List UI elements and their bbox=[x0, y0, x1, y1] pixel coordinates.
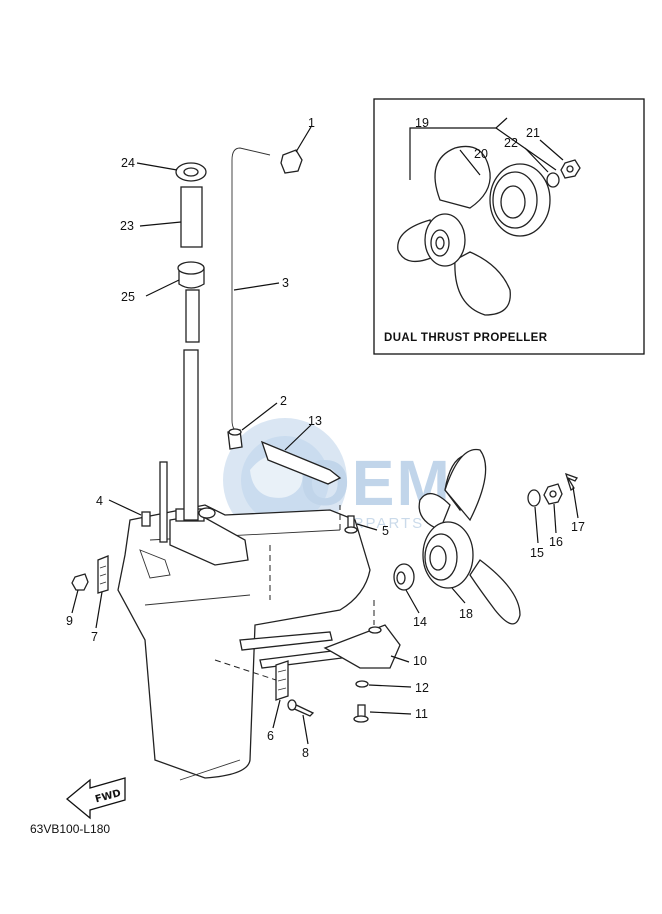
washer-15 bbox=[527, 489, 541, 507]
inset-propeller bbox=[397, 145, 511, 316]
washer-12 bbox=[355, 680, 369, 688]
plug-9 bbox=[71, 573, 89, 591]
callout-10: 10 bbox=[413, 654, 427, 668]
fwd-arrow-icon: FWD bbox=[65, 777, 126, 820]
callout-13: 13 bbox=[308, 414, 322, 428]
callout-9: 9 bbox=[66, 614, 73, 628]
callout-25: 25 bbox=[121, 290, 135, 304]
inset-caption: DUAL THRUST PROPELLER bbox=[384, 332, 548, 344]
gasket-6 bbox=[275, 660, 289, 701]
gasket-7 bbox=[97, 555, 109, 594]
callout-labels: 1 2 3 4 5 6 7 8 9 10 11 12 13 14 15 16 1… bbox=[66, 116, 585, 760]
grommet-1 bbox=[280, 149, 303, 174]
grommet-2 bbox=[227, 428, 243, 450]
callout-11: 11 bbox=[415, 707, 428, 721]
callout-18: 18 bbox=[459, 607, 473, 621]
nut-16 bbox=[543, 483, 563, 505]
inset-thrust-hub bbox=[489, 163, 551, 237]
callout-16: 16 bbox=[549, 535, 563, 549]
callout-21: 21 bbox=[526, 126, 540, 140]
inset-frame bbox=[373, 98, 645, 355]
callout-19: 19 bbox=[415, 116, 429, 130]
bushing-25 bbox=[177, 261, 205, 289]
callout-15: 15 bbox=[530, 546, 544, 560]
callout-8: 8 bbox=[302, 746, 309, 760]
anode-13 bbox=[260, 440, 342, 485]
inset-nut bbox=[560, 159, 581, 179]
callout-5: 5 bbox=[382, 524, 389, 538]
shift-rod bbox=[159, 461, 168, 543]
part-code: 63VB100-L180 bbox=[30, 822, 111, 836]
oil-seal-24 bbox=[175, 162, 207, 182]
inset-washer bbox=[546, 172, 560, 188]
callout-24: 24 bbox=[121, 156, 135, 170]
screw-8 bbox=[287, 699, 315, 717]
callout-14: 14 bbox=[413, 615, 427, 629]
propeller-18 bbox=[418, 448, 521, 625]
drive-shaft bbox=[183, 349, 199, 521]
callout-12: 12 bbox=[415, 681, 429, 695]
callout-3: 3 bbox=[282, 276, 289, 290]
callout-22: 22 bbox=[504, 136, 518, 150]
callout-7: 7 bbox=[91, 630, 98, 644]
callout-23: 23 bbox=[120, 219, 134, 233]
bolt-11 bbox=[353, 704, 369, 723]
bolt-5 bbox=[344, 515, 358, 534]
dowel-pin-4 bbox=[141, 511, 151, 527]
callout-4: 4 bbox=[96, 494, 103, 508]
shaft-upper-segment bbox=[185, 289, 200, 343]
callout-20: 20 bbox=[474, 147, 488, 161]
callout-2: 2 bbox=[280, 394, 287, 408]
callout-6: 6 bbox=[267, 729, 274, 743]
thrust-washer-14 bbox=[393, 563, 415, 591]
callout-17: 17 bbox=[571, 520, 585, 534]
trim-tab-10 bbox=[323, 624, 401, 669]
cotter-pin-17 bbox=[564, 472, 578, 492]
callout-1: 1 bbox=[308, 116, 315, 130]
shaft-tube-23 bbox=[180, 186, 203, 248]
